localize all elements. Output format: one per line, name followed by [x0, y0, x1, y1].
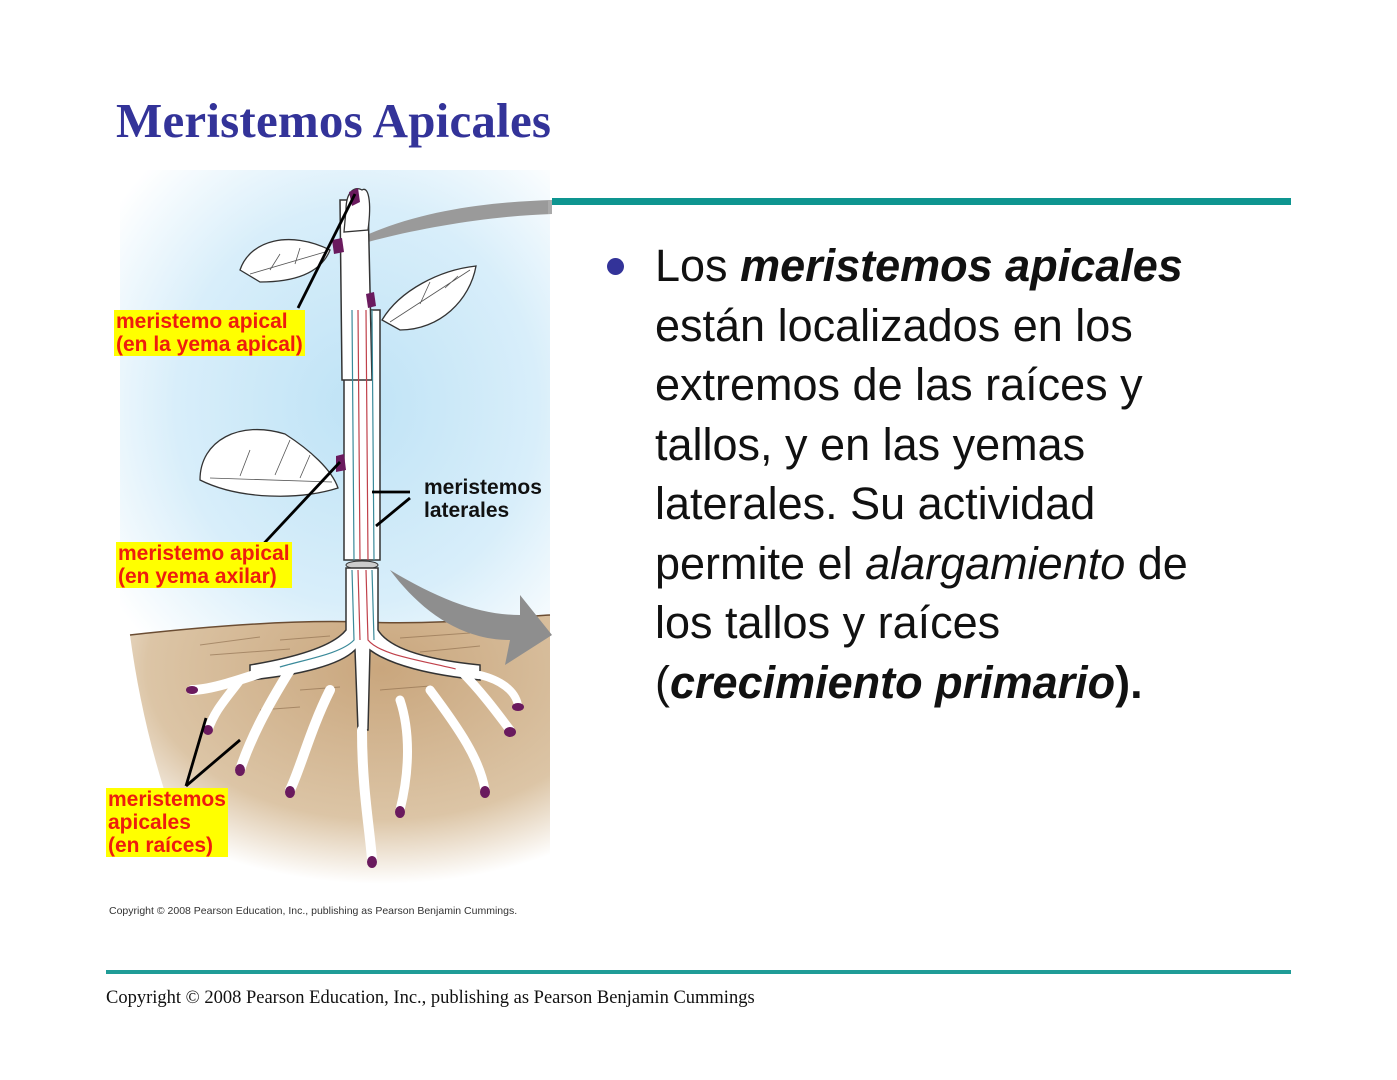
- text-run: tallos, y en las yemas: [655, 418, 1086, 470]
- text-run: ).: [1115, 656, 1143, 708]
- text-run: los tallos y raíces: [655, 597, 1001, 648]
- bullet-line: tallos, y en las yemas: [655, 415, 1263, 475]
- label-line: laterales: [424, 499, 510, 522]
- text-run: extremos de las raíces y: [655, 359, 1143, 410]
- bullet-line: Los meristemos apicales: [655, 236, 1263, 296]
- label-axillary-bud-meristem: meristemo apical (en yema axilar): [116, 542, 292, 588]
- label-line: meristemo apical: [118, 542, 290, 565]
- figure-copyright: Copyright © 2008 Pearson Education, Inc.…: [109, 905, 518, 917]
- label-line: apicales: [108, 811, 191, 834]
- bottom-divider: [106, 970, 1291, 974]
- text-run: permite el: [655, 537, 866, 589]
- label-line: meristemos: [424, 476, 542, 499]
- top-divider: [552, 198, 1291, 205]
- label-lateral-meristems: meristemos laterales: [424, 476, 542, 522]
- bullet-line: permite el alargamiento de: [655, 534, 1263, 594]
- text-run: crecimiento primario: [670, 656, 1116, 708]
- label-line: (en yema axilar): [118, 565, 277, 588]
- text-run: laterales. Su actividad: [655, 478, 1096, 529]
- text-run: de: [1125, 537, 1188, 589]
- label-apical-bud-meristem: meristemo apical (en la yema apical): [114, 310, 305, 356]
- plant-illustration: [120, 170, 552, 884]
- label-line: (en raíces): [108, 834, 214, 857]
- footer-copyright: Copyright © 2008 Pearson Education, Inc.…: [106, 988, 755, 1008]
- label-line: (en la yema apical): [116, 333, 303, 356]
- label-line: meristemos: [108, 788, 226, 811]
- text-run: alargamiento: [865, 537, 1126, 589]
- slide-title: Meristemos Apicales: [116, 93, 552, 148]
- bullet-line: los tallos y raíces: [655, 593, 1263, 653]
- text-run: meristemos apicales: [740, 240, 1183, 291]
- plant-meristem-figure: meristemo apical (en la yema apical) mer…: [100, 170, 560, 930]
- text-run: (: [655, 656, 670, 708]
- bullet-line: (crecimiento primario).: [655, 653, 1263, 713]
- bullet-line: extremos de las raíces y: [655, 355, 1263, 415]
- bullet-line: laterales. Su actividad: [655, 474, 1263, 534]
- text-run: están localizados en los: [655, 299, 1133, 351]
- text-run: Los: [655, 240, 741, 291]
- bullet-line: están localizados en los: [655, 296, 1263, 356]
- label-root-apical-meristems: meristemos apicales (en raíces): [106, 788, 228, 857]
- label-line: meristemo apical: [116, 310, 288, 333]
- bullet-dot-icon: [607, 258, 624, 275]
